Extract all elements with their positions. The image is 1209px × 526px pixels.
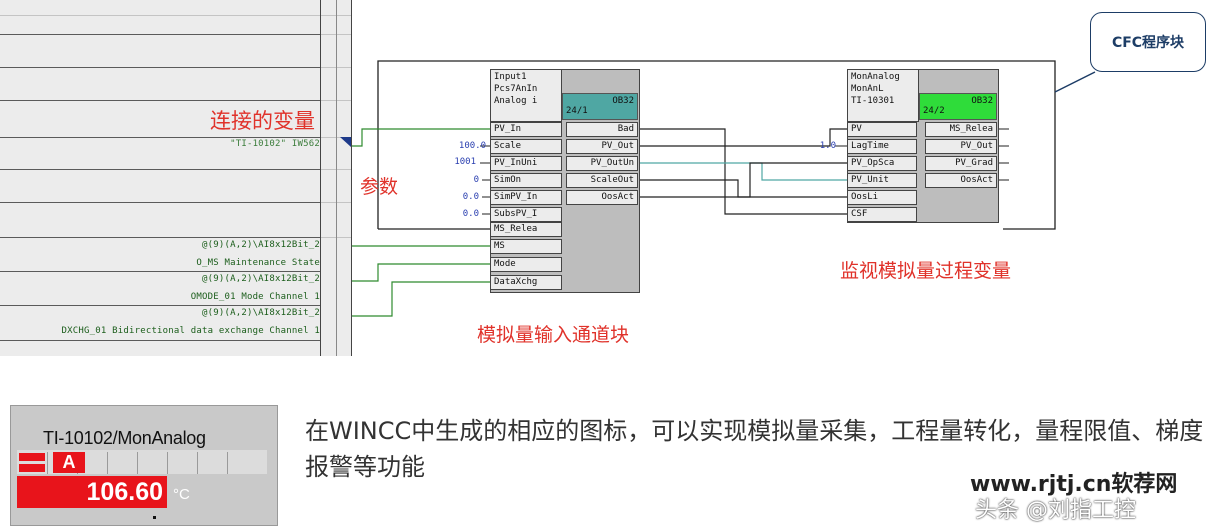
pin-pv-in[interactable]: PV_In xyxy=(490,122,562,137)
pin-dataxchg[interactable]: DataXchg xyxy=(490,275,562,290)
alarm-indicator xyxy=(19,453,45,461)
param-value-pv-inuni: 1001 xyxy=(454,157,476,167)
signal-comment: OMODE_01 Mode Channel 1 xyxy=(190,292,320,302)
annotation-parameter: 参数 xyxy=(360,176,399,198)
pin-pv-opsca[interactable]: PV_OpSca xyxy=(847,156,917,171)
pin-scale[interactable]: Scale xyxy=(490,139,562,154)
pin-pv-out[interactable]: PV_Out xyxy=(925,139,997,154)
pin-pv-inuni[interactable]: PV_InUni xyxy=(490,156,562,171)
signal-comment: O_MS Maintenance State xyxy=(196,258,320,268)
pin-simon[interactable]: SimOn xyxy=(490,173,562,188)
pin-simpv-in[interactable]: SimPV_In xyxy=(490,190,562,205)
faceplate-title: TI-10102/MonAnalog xyxy=(43,428,206,448)
annotation-connected-variable: 连接的变量 xyxy=(210,109,315,133)
monitor-block-header: MonAnalog MonAnL TI-10301 xyxy=(847,69,919,122)
annotation-monitor-block: 监视模拟量过程变量 xyxy=(840,260,1012,282)
address-table: "TI-10102" IW562 @(9)(A,2)\AI8x12Bit_2 O… xyxy=(0,0,352,356)
watermark-sub: 头条 @刘指工控 xyxy=(975,498,1136,523)
pin-lagtime[interactable]: LagTime xyxy=(847,139,917,154)
cfc-callout: CFC程序块 xyxy=(1090,12,1206,72)
input-block-header: Input1 Pcs7AnIn Analog i xyxy=(490,69,562,122)
param-value-simpv: 0.0 xyxy=(462,192,479,202)
ob-indicator: OB32 24/2 xyxy=(919,93,997,120)
pin-pv-out[interactable]: PV_Out xyxy=(566,139,638,154)
cursor-dot xyxy=(153,516,156,519)
pin-pv-unit[interactable]: PV_Unit xyxy=(847,173,917,188)
pin-pv[interactable]: PV xyxy=(847,122,917,137)
pin-subspv[interactable]: SubsPV_I xyxy=(490,207,562,222)
ob-indicator: OB32 24/1 xyxy=(562,93,638,120)
pin-oosact[interactable]: OosAct xyxy=(566,190,638,205)
pin-oosact[interactable]: OosAct xyxy=(925,173,997,188)
pin-mode[interactable]: Mode xyxy=(490,257,562,272)
process-value: 106.60 xyxy=(86,478,163,506)
watermark: www.rjtj.cn软荐网 xyxy=(970,472,1178,497)
value-display xyxy=(17,476,167,508)
alarm-indicator xyxy=(19,464,45,472)
wincc-faceplate[interactable]: TI-10102/MonAnalog A 106.60 °C xyxy=(10,405,278,526)
description-text: 在WINCC中生成的相应的图标，可以实现模拟量采集，工程量转化，量程限值、梯度报… xyxy=(305,417,1204,481)
pin-pv-outun[interactable]: PV_OutUn xyxy=(566,156,638,171)
pin-ms[interactable]: MS xyxy=(490,239,562,254)
pin-csf[interactable]: CSF xyxy=(847,207,917,222)
tag-link-label: "TI-10102" IW562 xyxy=(230,139,320,149)
unit-label: °C xyxy=(173,486,190,503)
pin-ms-relea[interactable]: MS_Relea xyxy=(490,222,562,237)
param-value-lagtime: 1.0 xyxy=(819,141,836,151)
signal-comment: DXCHG_01 Bidirectional data exchange Cha… xyxy=(61,326,320,336)
pin-bad[interactable]: Bad xyxy=(566,122,638,137)
pin-pv-grad[interactable]: PV_Grad xyxy=(925,156,997,171)
param-value-subspv: 0.0 xyxy=(462,209,479,219)
pin-oosli[interactable]: OosLi xyxy=(847,190,917,205)
signal-address: @(9)(A,2)\AI8x12Bit_2 xyxy=(202,308,320,318)
status-badge: A xyxy=(53,452,85,473)
param-value-simon: 0 xyxy=(473,175,479,185)
signal-address: @(9)(A,2)\AI8x12Bit_2 xyxy=(202,274,320,284)
signal-address: @(9)(A,2)\AI8x12Bit_2 xyxy=(202,240,320,250)
annotation-input-block: 模拟量输入通道块 xyxy=(477,324,630,346)
pin-scaleout[interactable]: ScaleOut xyxy=(566,173,638,188)
param-value-scale: 100.0 xyxy=(458,141,486,151)
pin-ms-relea-out[interactable]: MS_Relea xyxy=(925,122,997,137)
